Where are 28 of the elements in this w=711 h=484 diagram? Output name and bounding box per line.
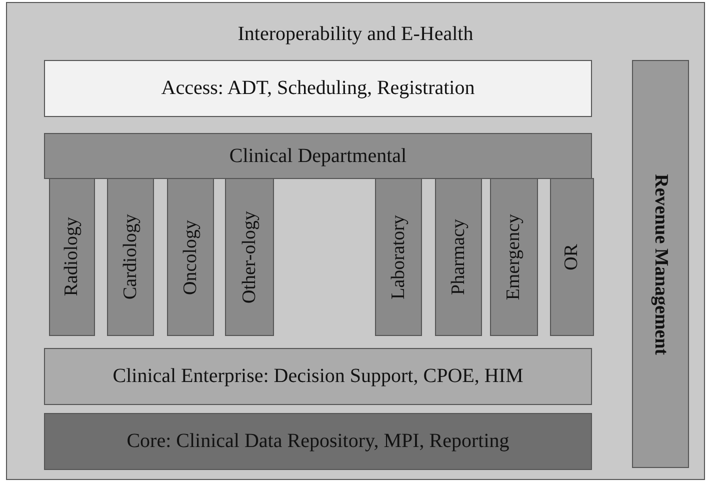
vertical-label: Emergency xyxy=(503,214,525,300)
frame-title: Interoperability and E-Health xyxy=(238,23,474,46)
module-box xyxy=(49,178,95,336)
layer-label: Clinical Departmental xyxy=(229,144,407,168)
layer-box xyxy=(44,348,592,405)
module-box xyxy=(490,178,538,336)
vertical-label: Cardiology xyxy=(120,214,142,300)
vertical-label: Revenue Management xyxy=(650,174,672,354)
layer-box xyxy=(44,133,592,179)
vertical-label: OR xyxy=(561,244,583,270)
module-box xyxy=(375,178,422,336)
module-box xyxy=(167,178,214,336)
module-box xyxy=(550,178,594,336)
module-box xyxy=(435,178,482,336)
layer-label: Clinical Enterprise: Decision Support, CPOE, HIM xyxy=(112,365,524,388)
vertical-label: Pharmacy xyxy=(448,219,470,295)
layer-box xyxy=(44,413,592,470)
vertical-label: Other-ology xyxy=(238,210,260,304)
vertical-label: Radiology xyxy=(61,217,83,297)
layer-label: Core: Clinical Data Repository, MPI, Reporting xyxy=(126,430,510,453)
layer-label: Access: ADT, Scheduling, Registration xyxy=(161,77,475,100)
vertical-label: Oncology xyxy=(180,220,202,294)
frame-box xyxy=(6,2,705,480)
side-box xyxy=(632,60,689,468)
vertical-label: Laboratory xyxy=(388,214,410,300)
layer-box xyxy=(44,60,592,117)
module-box xyxy=(225,178,274,336)
module-box xyxy=(107,178,154,336)
